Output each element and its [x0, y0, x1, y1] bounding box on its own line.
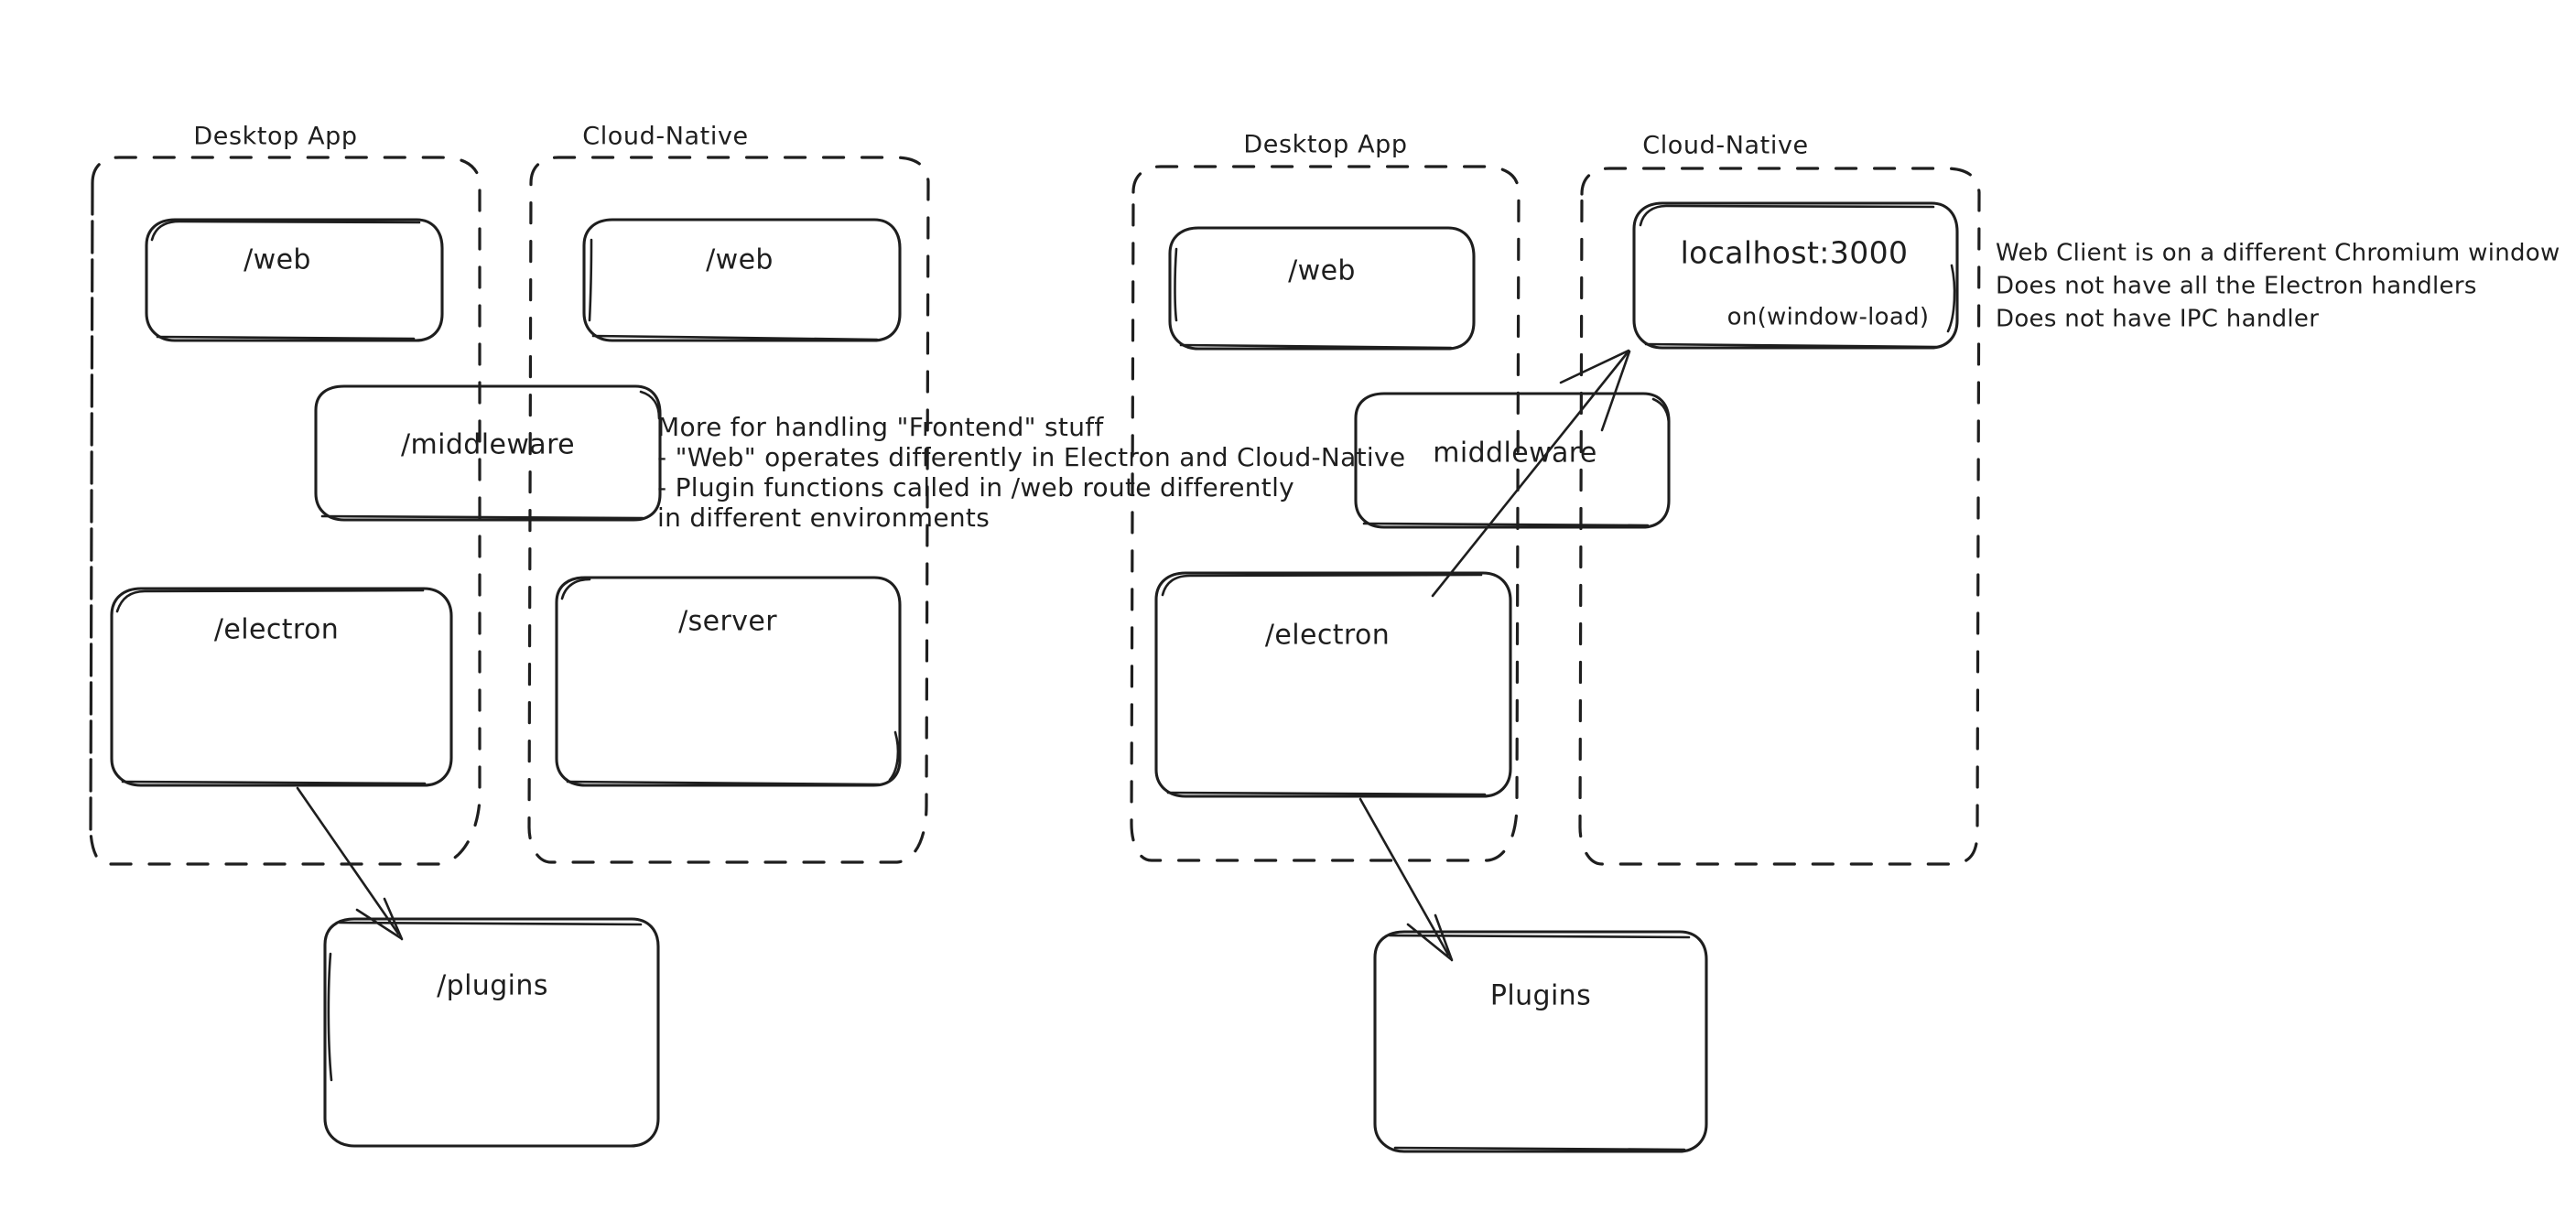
- note-red-line-2: Does not have all the Electron handlers: [1996, 273, 2477, 300]
- box-label-right-localhost: localhost:3000: [1681, 235, 1909, 271]
- box-label-left-desktop-electron: /electron: [214, 614, 339, 646]
- box-right-middleware[interactable]: middleware: [1354, 392, 1671, 529]
- note-green-line-4: in different environments: [657, 503, 990, 533]
- box-sublabel-right-localhost-onload: on(window-load): [1727, 304, 1930, 331]
- box-label-left-plugins: /plugins: [437, 970, 548, 1002]
- box-left-desktop-web[interactable]: /web: [145, 218, 444, 342]
- container-left-desktop-app[interactable]: Desktop App: [89, 123, 482, 866]
- container-label-left-cloud-native: Cloud-Native: [582, 123, 749, 151]
- container-label-right-cloud-native: Cloud-Native: [1642, 132, 1809, 160]
- note-red-line-1: Web Client is on a different Chromium wi…: [1996, 240, 2560, 267]
- box-left-desktop-electron[interactable]: /electron: [110, 587, 453, 787]
- note-green-line-2: - "Web" operates differently in Electron…: [657, 442, 1405, 472]
- box-right-desktop-web[interactable]: /web: [1168, 226, 1476, 351]
- note-red-right: Web Client is on a different Chromium wi…: [1996, 240, 2560, 333]
- box-left-middleware[interactable]: /middleware: [314, 384, 662, 522]
- box-label-left-middleware: /middleware: [401, 429, 575, 461]
- container-left-cloud-native[interactable]: Cloud-Native: [527, 123, 930, 864]
- box-right-desktop-electron[interactable]: /electron: [1154, 571, 1512, 798]
- note-green-line-3: - Plugin functions called in /web route …: [657, 472, 1294, 503]
- box-label-left-cloud-server: /server: [678, 606, 777, 638]
- container-right-cloud-native[interactable]: Cloud-Native: [1578, 132, 1981, 866]
- container-right-desktop-app[interactable]: Desktop App: [1130, 131, 1521, 862]
- box-label-right-desktop-web: /web: [1288, 255, 1356, 287]
- box-right-plugins[interactable]: Plugins: [1373, 930, 1708, 1153]
- note-red-line-3: Does not have IPC handler: [1996, 306, 2319, 333]
- container-label-left-desktop-app: Desktop App: [193, 123, 357, 151]
- box-label-right-desktop-electron: /electron: [1265, 620, 1390, 652]
- box-label-left-desktop-web: /web: [244, 244, 311, 276]
- box-left-cloud-server[interactable]: /server: [555, 576, 902, 787]
- box-left-plugins[interactable]: /plugins: [323, 917, 660, 1148]
- box-label-right-plugins: Plugins: [1490, 980, 1591, 1012]
- note-green-line-1: More for handling "Frontend" stuff: [657, 412, 1104, 442]
- box-right-localhost[interactable]: localhost:3000 on(window-load): [1632, 201, 1959, 350]
- note-green-left: More for handling "Frontend" stuff - "We…: [657, 412, 1405, 533]
- box-left-cloud-web[interactable]: /web: [582, 218, 902, 342]
- box-label-left-cloud-web: /web: [706, 244, 774, 276]
- box-label-right-middleware: middleware: [1433, 438, 1597, 470]
- arrow-right-electron-to-plugins: [1358, 797, 1454, 962]
- arrow-right-electron-to-localhost: [1431, 349, 1631, 598]
- container-label-right-desktop-app: Desktop App: [1243, 131, 1407, 159]
